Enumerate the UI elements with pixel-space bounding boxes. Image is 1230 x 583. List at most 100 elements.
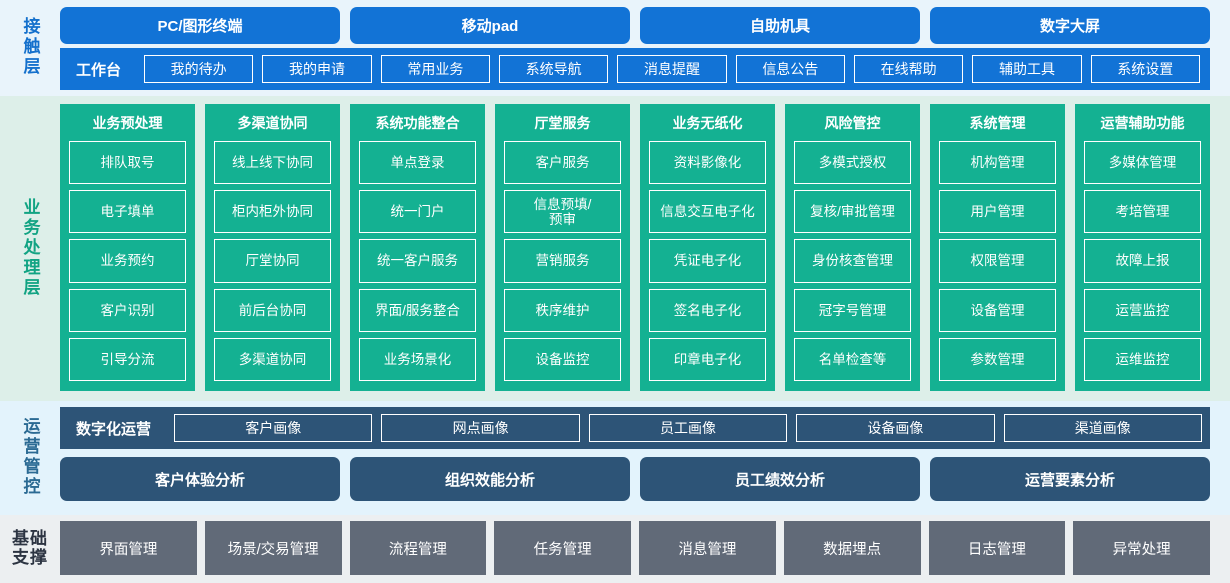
nav-item-system-settings[interactable]: 系统设置 bbox=[1090, 55, 1200, 83]
biz-item[interactable]: 多媒体管理 bbox=[1084, 141, 1201, 185]
biz-item[interactable]: 多模式授权 bbox=[794, 141, 911, 185]
business-column-operation-aux: 运营辅助功能 多媒体管理 考培管理 故障上报 运营监控 运维监控 bbox=[1075, 104, 1210, 391]
nav-item-common-business[interactable]: 常用业务 bbox=[380, 55, 490, 83]
base-item-data-tracking[interactable]: 数据埋点 bbox=[783, 521, 921, 575]
biz-item[interactable]: 线上线下协同 bbox=[214, 141, 331, 185]
business-column-system-integration: 系统功能整合 单点登录 统一门户 统一客户服务 界面/服务整合 业务场景化 bbox=[350, 104, 485, 391]
portrait-device[interactable]: 设备画像 bbox=[796, 414, 995, 442]
biz-item[interactable]: 设备监控 bbox=[504, 337, 621, 382]
analysis-customer-experience[interactable]: 客户体验分析 bbox=[60, 457, 340, 501]
biz-item[interactable]: 秩序维护 bbox=[504, 288, 621, 332]
biz-item[interactable]: 冠字号管理 bbox=[794, 288, 911, 332]
portrait-customer[interactable]: 客户画像 bbox=[174, 414, 373, 442]
channel-row: PC/图形终端 移动pad 自助机具 数字大屏 bbox=[60, 4, 1230, 44]
digital-operations-label: 数字化运营 bbox=[76, 420, 152, 438]
nav-item-announcement[interactable]: 信息公告 bbox=[735, 55, 845, 83]
portrait-employee[interactable]: 员工画像 bbox=[588, 414, 788, 442]
base-item-message-management[interactable]: 消息管理 bbox=[639, 521, 776, 575]
base-item-process-management[interactable]: 流程管理 bbox=[349, 521, 487, 575]
base-layer-label: 基础 支撑 bbox=[12, 528, 48, 567]
biz-item[interactable]: 用户管理 bbox=[939, 190, 1056, 234]
column-items: 机构管理 用户管理 权限管理 设备管理 参数管理 bbox=[939, 141, 1056, 382]
business-column-paperless: 业务无纸化 资料影像化 信息交互电子化 凭证电子化 签名电子化 印章电子化 bbox=[640, 104, 775, 391]
biz-item[interactable]: 前后台协同 bbox=[214, 288, 331, 332]
base-items-row: 界面管理 场景/交易管理 流程管理 任务管理 消息管理 数据埋点 日志管理 异常… bbox=[60, 521, 1230, 575]
analysis-operation-factors[interactable]: 运营要素分析 bbox=[930, 457, 1210, 501]
biz-item[interactable]: 机构管理 bbox=[939, 141, 1056, 185]
biz-item[interactable]: 故障上报 bbox=[1084, 239, 1201, 283]
analysis-employee-performance[interactable]: 员工绩效分析 bbox=[640, 457, 920, 501]
column-title: 风险管控 bbox=[824, 115, 881, 131]
biz-item[interactable]: 电子填单 bbox=[69, 190, 186, 234]
biz-item[interactable]: 复核/审批管理 bbox=[794, 190, 911, 234]
biz-item[interactable]: 引导分流 bbox=[69, 337, 186, 382]
biz-item[interactable]: 签名电子化 bbox=[649, 288, 766, 332]
column-items: 资料影像化 信息交互电子化 凭证电子化 签名电子化 印章电子化 bbox=[649, 141, 766, 382]
column-items: 客户服务 信息预填/ 预审 营销服务 秩序维护 设备监控 bbox=[504, 141, 621, 382]
biz-item[interactable]: 客户服务 bbox=[504, 141, 621, 185]
biz-item[interactable]: 多渠道协同 bbox=[214, 337, 331, 382]
biz-item[interactable]: 信息交互电子化 bbox=[649, 190, 766, 234]
digital-operations-row: 数字化运营 客户画像 网点画像 员工画像 设备画像 渠道画像 bbox=[60, 407, 1210, 449]
biz-item[interactable]: 运营监控 bbox=[1084, 288, 1201, 332]
base-item-scenario-transaction[interactable]: 场景/交易管理 bbox=[204, 521, 342, 575]
biz-item[interactable]: 单点登录 bbox=[359, 141, 476, 185]
portrait-branch[interactable]: 网点画像 bbox=[381, 414, 580, 442]
nav-item-online-help[interactable]: 在线帮助 bbox=[853, 55, 964, 83]
biz-item[interactable]: 权限管理 bbox=[939, 239, 1056, 283]
biz-item[interactable]: 凭证电子化 bbox=[649, 239, 766, 283]
biz-item[interactable]: 参数管理 bbox=[939, 337, 1056, 382]
channel-button[interactable]: 自助机具 bbox=[640, 7, 920, 44]
biz-item[interactable]: 考培管理 bbox=[1084, 190, 1201, 234]
biz-item[interactable]: 统一客户服务 bbox=[359, 239, 476, 283]
column-items: 多媒体管理 考培管理 故障上报 运营监控 运维监控 bbox=[1084, 141, 1201, 382]
channel-button[interactable]: 数字大屏 bbox=[930, 7, 1210, 44]
column-title: 业务无纸化 bbox=[672, 115, 743, 131]
business-layer-label-text: 业务处理层 bbox=[20, 197, 40, 298]
operations-layer-body: 数字化运营 客户画像 网点画像 员工画像 设备画像 渠道画像 客户体验分析 组织… bbox=[60, 407, 1230, 507]
channel-button[interactable]: PC/图形终端 bbox=[60, 7, 340, 44]
biz-item[interactable]: 厅堂协同 bbox=[214, 239, 331, 283]
operations-layer-band: 运营管控 数字化运营 客户画像 网点画像 员工画像 设备画像 渠道画像 客户体验… bbox=[0, 401, 1230, 515]
business-layer-label: 业务处理层 bbox=[0, 104, 60, 391]
analysis-org-efficiency[interactable]: 组织效能分析 bbox=[350, 457, 630, 501]
portrait-channel[interactable]: 渠道画像 bbox=[1003, 414, 1202, 442]
biz-item[interactable]: 印章电子化 bbox=[649, 337, 766, 382]
base-item-exception-handling[interactable]: 异常处理 bbox=[1073, 521, 1210, 575]
biz-item[interactable]: 柜内柜外协同 bbox=[214, 190, 331, 234]
biz-item[interactable]: 资料影像化 bbox=[649, 141, 766, 185]
biz-item[interactable]: 设备管理 bbox=[939, 288, 1056, 332]
channel-button[interactable]: 移动pad bbox=[350, 7, 630, 44]
biz-item[interactable]: 名单检查等 bbox=[794, 337, 911, 382]
nav-item-aux-tools[interactable]: 辅助工具 bbox=[972, 55, 1082, 83]
column-items: 多模式授权 复核/审批管理 身份核查管理 冠字号管理 名单检查等 bbox=[794, 141, 911, 382]
biz-item[interactable]: 营销服务 bbox=[504, 239, 621, 283]
biz-item[interactable]: 客户识别 bbox=[69, 288, 186, 332]
business-column-multichannel: 多渠道协同 线上线下协同 柜内柜外协同 厅堂协同 前后台协同 多渠道协同 bbox=[205, 104, 340, 391]
base-item-task-management[interactable]: 任务管理 bbox=[494, 521, 631, 575]
biz-item[interactable]: 信息预填/ 预审 bbox=[504, 190, 621, 234]
business-layer-band: 业务处理层 业务预处理 排队取号 电子填单 业务预约 客户识别 引导分流 多渠道… bbox=[0, 96, 1230, 401]
base-item-log-management[interactable]: 日志管理 bbox=[928, 521, 1066, 575]
biz-item[interactable]: 业务预约 bbox=[69, 239, 186, 283]
column-title: 厅堂服务 bbox=[534, 115, 591, 131]
nav-item-my-application[interactable]: 我的申请 bbox=[262, 55, 372, 83]
business-column-system-management: 系统管理 机构管理 用户管理 权限管理 设备管理 参数管理 bbox=[930, 104, 1065, 391]
biz-item[interactable]: 统一门户 bbox=[359, 190, 476, 234]
biz-item[interactable]: 运维监控 bbox=[1084, 337, 1201, 382]
biz-item[interactable]: 身份核查管理 bbox=[794, 239, 911, 283]
biz-item[interactable]: 排队取号 bbox=[69, 141, 186, 185]
operations-layer-label: 运营管控 bbox=[0, 407, 60, 507]
biz-item[interactable]: 业务场景化 bbox=[359, 337, 476, 382]
nav-item-my-todo[interactable]: 我的待办 bbox=[144, 55, 254, 83]
contact-layer-body: PC/图形终端 移动pad 自助机具 数字大屏 工作台 我的待办 我的申请 常用… bbox=[60, 4, 1230, 90]
column-title: 系统管理 bbox=[969, 115, 1026, 131]
biz-item[interactable]: 界面/服务整合 bbox=[359, 288, 476, 332]
business-column-risk-control: 风险管控 多模式授权 复核/审批管理 身份核查管理 冠字号管理 名单检查等 bbox=[785, 104, 920, 391]
nav-item-message-alert[interactable]: 消息提醒 bbox=[617, 55, 727, 83]
column-title: 多渠道协同 bbox=[237, 115, 308, 131]
base-item-ui-management[interactable]: 界面管理 bbox=[60, 521, 197, 575]
nav-item-system-navigation[interactable]: 系统导航 bbox=[499, 55, 609, 83]
column-items: 单点登录 统一门户 统一客户服务 界面/服务整合 业务场景化 bbox=[359, 141, 476, 382]
